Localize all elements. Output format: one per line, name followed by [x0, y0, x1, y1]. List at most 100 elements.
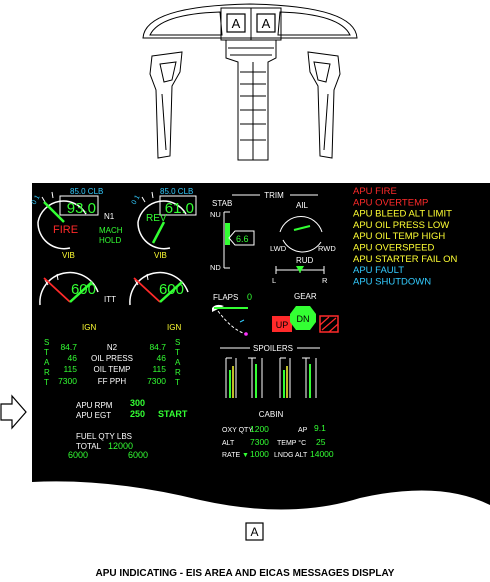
ail-trim-pointer — [293, 225, 311, 231]
cabin-oxy-label: OXY QTY — [222, 427, 253, 434]
spoiler-fills — [229, 364, 311, 398]
n1-left-vib: VIB — [62, 251, 75, 260]
cockpit-outline — [142, 3, 358, 161]
apu-egt-label: APU EGT — [76, 411, 111, 420]
eicas-message: APU SHUTDOWN — [353, 276, 431, 287]
n1-right-scale: 0 1 — [131, 194, 142, 206]
itt-right-ign: IGN — [167, 323, 181, 332]
trim-title: TRIM — [264, 191, 284, 200]
cabin-rate-arrow-icon: ▼ — [242, 452, 249, 459]
n1-right-rev: REV — [146, 213, 167, 224]
flaps-label: FLAPS — [213, 293, 238, 302]
secondary-labels: N2 OIL PRESS OIL TEMP FF PPH — [91, 343, 133, 386]
n1-right-max: 85.0 CLB — [160, 187, 193, 196]
stab-nd-label: ND — [210, 263, 221, 272]
flaps-value: 0 — [247, 292, 252, 302]
itt-left-gauge — [39, 271, 99, 306]
svg-text:OIL TEMP: OIL TEMP — [94, 365, 131, 374]
cockpit-callouts: A A — [226, 13, 276, 33]
svg-text:OIL PRESS: OIL PRESS — [91, 354, 133, 363]
rud-r-label: R — [322, 276, 328, 285]
stab-trim-scale — [223, 211, 230, 269]
gear-left-up: UP — [276, 320, 289, 330]
n1-left-gauge — [37, 191, 99, 250]
eicas-message: APU OVERTEMP — [353, 197, 428, 208]
apu-start-status: START — [158, 409, 188, 419]
cabin-temp-label: TEMP °C — [277, 439, 306, 447]
display-background — [32, 183, 490, 510]
fuel-right-value: 6000 — [128, 450, 148, 460]
svg-text:84.7: 84.7 — [60, 342, 77, 352]
eicas-message: APU BLEED ALT LIMIT — [353, 209, 452, 220]
rud-l-label: L — [272, 276, 276, 285]
svg-text:S: S — [44, 338, 49, 347]
cabin-oxy-value: 1200 — [250, 424, 269, 434]
stab-label: STAB — [212, 199, 232, 208]
stab-trim-value: 6.6 — [236, 234, 249, 244]
cabin-alt-label: ALT — [222, 440, 235, 447]
svg-text:46: 46 — [68, 353, 78, 363]
itt-right-gauge — [129, 271, 189, 306]
ail-label: AIL — [296, 201, 309, 210]
stab-nu-label: NU — [210, 210, 221, 219]
svg-text:T: T — [44, 348, 49, 357]
n1-right-value: 61.0 — [165, 200, 194, 217]
callout-a-bottom: A — [250, 525, 258, 539]
callout-a-left: A — [232, 16, 241, 31]
start-left-letters: S T A R T — [44, 338, 50, 387]
itt-left-ign: IGN — [82, 323, 96, 332]
rud-trim-pointer — [296, 266, 304, 273]
itt-left-value: 600 — [71, 281, 96, 298]
apu-egt-value: 250 — [130, 409, 145, 419]
eicas-message: APU FIRE — [353, 186, 397, 197]
callout-a-bottom-box — [245, 522, 264, 541]
svg-text:7300: 7300 — [147, 376, 166, 386]
n1-label: N1 — [104, 212, 115, 221]
cabin-ap-value: 9.1 — [314, 423, 326, 433]
callout-a-right: A — [262, 16, 271, 31]
n1-right-gauge — [137, 191, 197, 250]
gear-nose-dn: DN — [297, 314, 310, 324]
svg-text:S: S — [175, 338, 180, 347]
svg-text:T: T — [175, 378, 180, 387]
rud-label: RUD — [296, 256, 314, 265]
svg-text:R: R — [44, 368, 50, 377]
svg-text:T: T — [44, 378, 49, 387]
n1-right-vib: VIB — [154, 251, 167, 260]
fuel-total-value: 12000 — [108, 441, 133, 451]
figure-caption: APU INDICATING - EIS AREA AND EICAS MESS… — [96, 568, 395, 579]
eicas-message: APU OIL PRESS LOW — [353, 220, 449, 231]
fuel-total-label: TOTAL — [76, 442, 102, 451]
svg-text:84.7: 84.7 — [149, 342, 166, 352]
n1-mode-hold: HOLD — [99, 236, 121, 245]
spoilers-label: SPOILERS — [253, 344, 293, 353]
apu-rpm-value: 300 — [130, 398, 145, 408]
n1-left-fire: FIRE — [53, 224, 78, 236]
svg-text:115: 115 — [63, 364, 77, 374]
flaps-indicator — [212, 304, 248, 336]
itt-label: ITT — [104, 295, 116, 304]
cabin-rate-value: 1000 — [250, 449, 269, 459]
cabin-lndg-value: 14000 — [310, 449, 334, 459]
gear-right-hatched — [319, 315, 339, 333]
start-right-letters: S T A R T — [175, 338, 181, 387]
gear-label: GEAR — [294, 292, 317, 301]
secondary-left-values: 84.7 46 115 7300 — [58, 342, 77, 386]
itt-right-value: 600 — [159, 281, 184, 298]
n1-left-scale: 0 1 — [31, 194, 42, 206]
n1-left-value: 93.0 — [67, 200, 96, 217]
ail-trim-arc — [279, 216, 323, 253]
n1-mode: MACH — [99, 226, 123, 235]
eicas-message: APU FAULT — [353, 265, 404, 276]
stab-trim-pointer — [228, 230, 255, 246]
pointer-arrow-icon — [0, 394, 27, 430]
svg-text:R: R — [175, 368, 181, 377]
fuel-title: FUEL QTY LBS — [76, 432, 132, 441]
ail-lwd-label: LWD — [270, 244, 287, 253]
cabin-lndg-label: LNDG ALT — [274, 452, 308, 459]
fuel-left-value: 6000 — [68, 450, 88, 460]
svg-text:T: T — [175, 348, 180, 357]
cabin-title: CABIN — [259, 410, 284, 419]
